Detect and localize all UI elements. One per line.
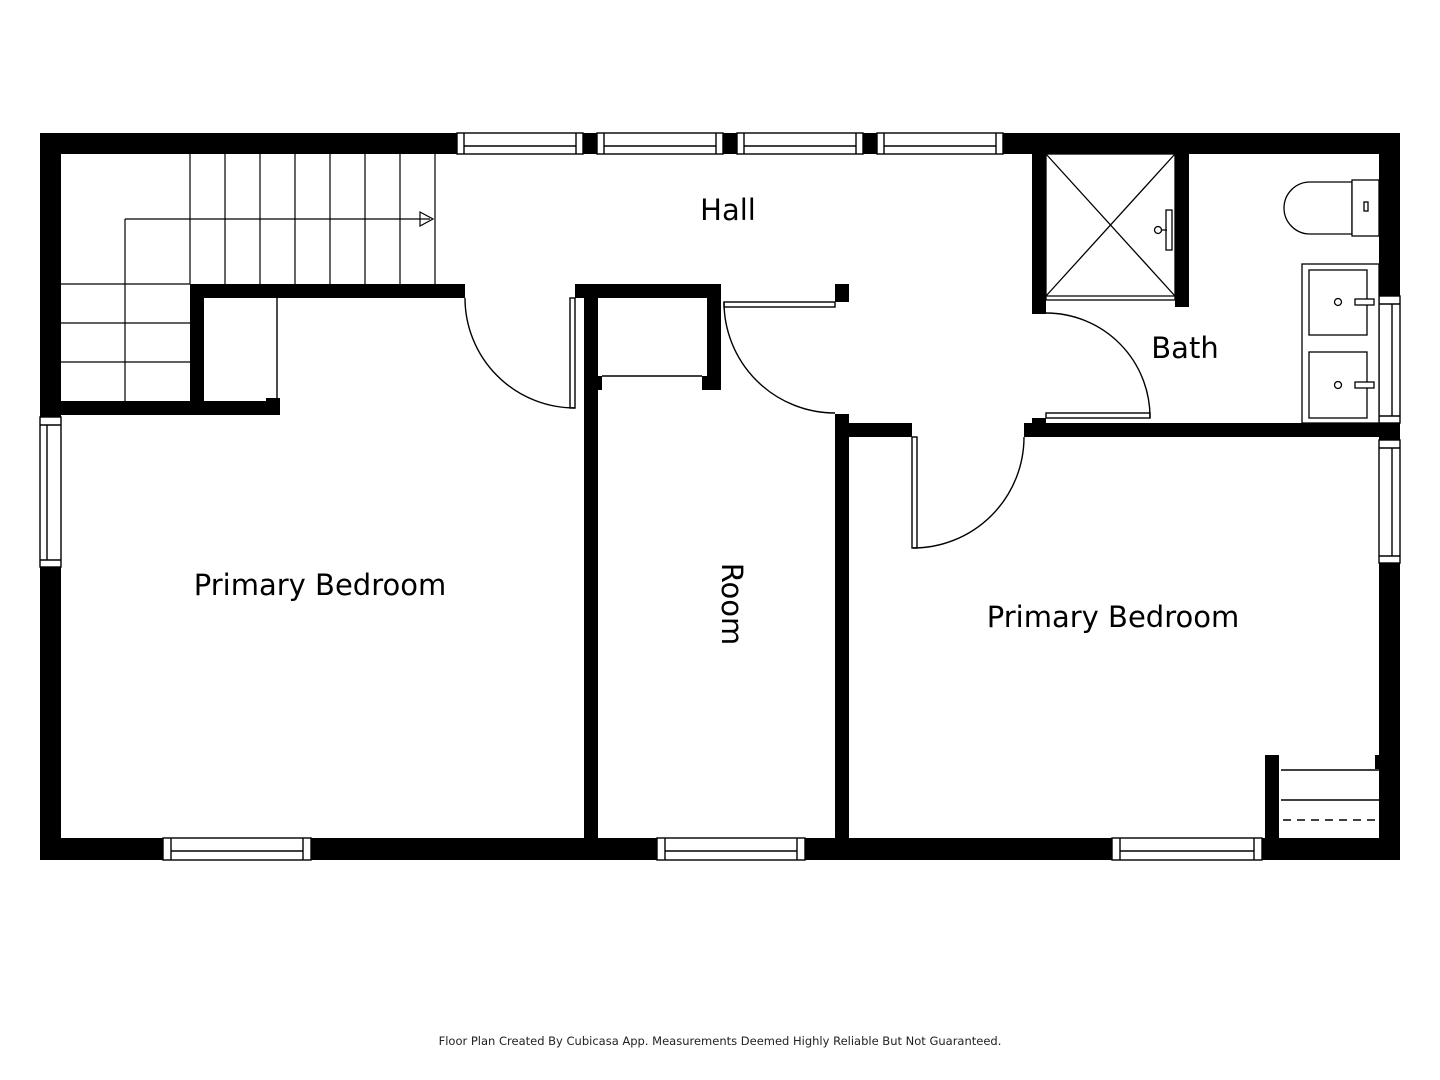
door-right-bedroom bbox=[911, 436, 1025, 549]
wall-openings bbox=[266, 284, 1375, 769]
sink-icon-upper bbox=[1308, 269, 1375, 336]
window-right-bath bbox=[1378, 295, 1401, 424]
sink-icon-lower bbox=[1308, 351, 1375, 419]
window-top-1 bbox=[456, 132, 584, 155]
window-top-2 bbox=[596, 132, 724, 155]
room-labels: Hall Bath Primary Bedroom Room Primary B… bbox=[194, 193, 1239, 645]
window-top-3 bbox=[736, 132, 864, 155]
room-label-bedroom-left: Primary Bedroom bbox=[194, 568, 446, 602]
room-label-hall: Hall bbox=[700, 193, 756, 227]
room-label-bedroom-right: Primary Bedroom bbox=[987, 600, 1239, 634]
stair-arrow-head bbox=[419, 210, 435, 228]
window-bottom-3 bbox=[1111, 837, 1263, 861]
shower bbox=[1045, 153, 1176, 301]
door-middle-room bbox=[723, 301, 836, 414]
window-bottom-1 bbox=[162, 837, 312, 861]
vanity bbox=[1301, 263, 1380, 424]
interior-walls bbox=[40, 133, 1400, 855]
shower-faucet-icon bbox=[1153, 209, 1173, 251]
door-bath bbox=[1045, 312, 1151, 419]
window-top-4 bbox=[876, 132, 1004, 155]
footer-disclaimer: Floor Plan Created By Cubicasa App. Meas… bbox=[438, 1034, 1002, 1048]
room-label-room: Room bbox=[715, 563, 749, 646]
room-label-bath: Bath bbox=[1151, 331, 1218, 365]
toilet-icon bbox=[1283, 179, 1380, 237]
windows bbox=[39, 132, 1401, 861]
door-left-bedroom bbox=[464, 297, 576, 409]
window-bottom-2 bbox=[656, 837, 806, 861]
exterior-walls bbox=[40, 133, 1400, 860]
window-left bbox=[39, 416, 62, 568]
staircase bbox=[61, 154, 436, 401]
window-right-bedroom bbox=[1378, 439, 1401, 564]
doors bbox=[276, 297, 1379, 821]
